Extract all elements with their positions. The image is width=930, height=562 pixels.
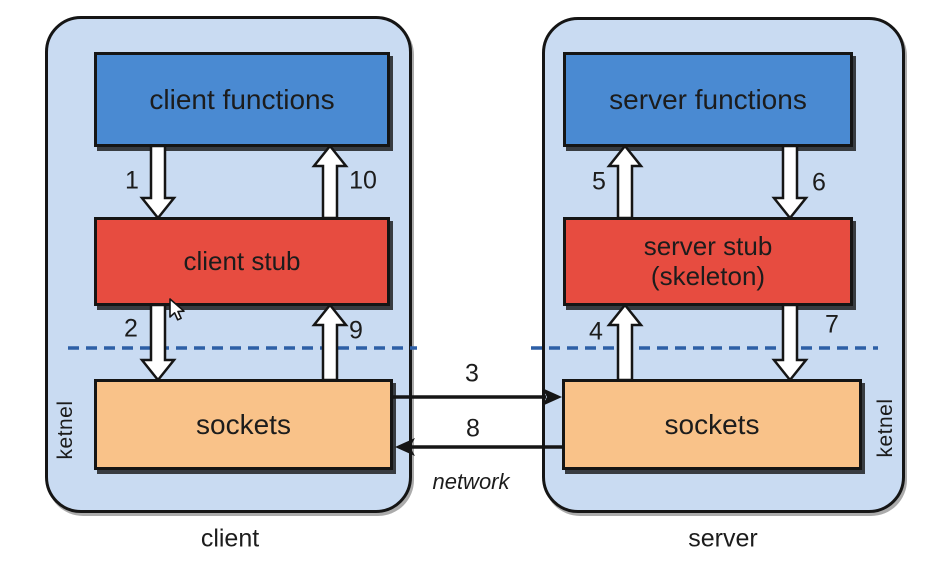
step-label-9: 9 [349, 316, 363, 345]
network-label: network [432, 469, 510, 494]
client-kernel-label: ketnel [54, 400, 77, 460]
server-caption: server [688, 524, 758, 553]
server-sockets-box: sockets [562, 379, 862, 470]
client-stub-box: client stub [94, 217, 390, 306]
step-label-1: 1 [125, 166, 139, 195]
server-stub-label: server stub (skeleton) [644, 232, 773, 290]
server-kernel-label: ketnel [874, 398, 897, 458]
step-label-10: 10 [349, 166, 377, 195]
arrow-step3-right-icon [393, 388, 562, 406]
step-label-5: 5 [592, 167, 606, 196]
step-label-2: 2 [124, 314, 138, 343]
step-label-4: 4 [589, 317, 603, 346]
step-label-6: 6 [812, 168, 826, 197]
client-sockets-box: sockets [94, 379, 393, 470]
server-stub-label-line1: server stub [643, 231, 773, 262]
step-label-8: 8 [466, 414, 480, 443]
client-sockets-label: sockets [196, 408, 291, 440]
server-stub-label-line2: (skeleton) [650, 260, 766, 291]
client-functions-label: client functions [149, 83, 335, 115]
server-functions-label: server functions [609, 83, 807, 115]
server-functions-box: server functions [563, 52, 853, 147]
client-stub-label: client stub [183, 245, 301, 276]
server-stub-box: server stub (skeleton) [563, 217, 853, 306]
step-label-7: 7 [825, 310, 839, 339]
server-sockets-label: sockets [664, 408, 760, 440]
client-caption: client [200, 524, 260, 553]
client-functions-box: client functions [94, 52, 390, 147]
mouse-cursor-icon [169, 298, 185, 321]
step-label-3: 3 [465, 359, 479, 388]
